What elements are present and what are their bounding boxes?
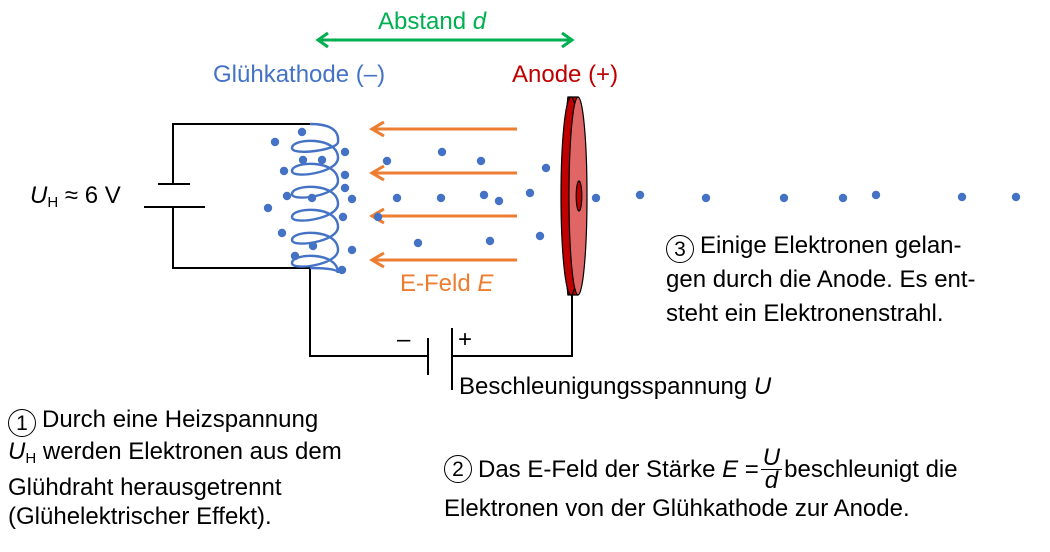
electron-dot xyxy=(382,156,392,166)
number-circle-1: 1 xyxy=(8,409,36,437)
electron-dot xyxy=(635,190,645,200)
accel-voltage-label: Beschleunigungsspannung U xyxy=(459,373,772,400)
electron-dot xyxy=(535,231,545,241)
field-arrow xyxy=(369,251,517,269)
anode-disk xyxy=(560,96,588,296)
electron-dot xyxy=(279,166,289,176)
cathode-coil xyxy=(290,122,340,274)
electron-dot xyxy=(701,193,711,203)
electron-dot xyxy=(957,192,967,202)
number-circle-3: 3 xyxy=(666,235,694,263)
electron-dot xyxy=(282,191,292,201)
electron-dot xyxy=(525,188,535,198)
electron-dot xyxy=(437,147,447,157)
field-arrow xyxy=(369,120,517,138)
electron-dot xyxy=(297,127,307,137)
field-label: E-Feld E xyxy=(400,270,494,297)
electron-dot xyxy=(779,193,789,203)
distance-label: Abstand d xyxy=(378,8,487,35)
electron-dot xyxy=(541,163,551,173)
field-arrow xyxy=(369,207,517,225)
electron-dot xyxy=(277,228,287,238)
electron-dot xyxy=(413,238,423,248)
electron-dot xyxy=(436,193,446,203)
electron-dot xyxy=(308,241,318,251)
electron-dot xyxy=(340,170,350,180)
electron-dot xyxy=(338,212,348,222)
heater-circuit xyxy=(144,123,310,269)
electron-dot xyxy=(290,251,300,261)
minus-sign: – xyxy=(397,326,411,353)
electron-dot xyxy=(494,196,504,206)
electron-dot xyxy=(476,156,486,166)
number-circle-2: 2 xyxy=(444,455,472,483)
electron-dot xyxy=(270,137,280,147)
anode-label: Anode (+) xyxy=(512,61,619,88)
field-arrow xyxy=(369,164,517,182)
electron-dot xyxy=(591,193,601,203)
electron-dot xyxy=(337,265,347,275)
plus-sign: + xyxy=(458,326,473,353)
electron-dot xyxy=(838,193,848,203)
electron-dot xyxy=(263,203,273,213)
electron-dot xyxy=(317,155,327,165)
electron-dot xyxy=(871,190,881,200)
electron-dot xyxy=(340,183,350,193)
electron-dot xyxy=(347,194,357,204)
coil-wire xyxy=(290,122,340,274)
electron-dot xyxy=(485,236,495,246)
electron-dot xyxy=(1011,192,1021,202)
heater-voltage-label: UH ≈ 6 V xyxy=(30,182,121,211)
electron-dot xyxy=(298,155,308,165)
distance-arrow xyxy=(315,31,575,49)
electron-dot xyxy=(479,190,489,200)
cathode-label: Glühkathode (–) xyxy=(213,61,386,88)
acceleration-circuit xyxy=(309,268,573,390)
anode-hole xyxy=(575,180,583,212)
electron-dot xyxy=(392,193,402,203)
electron-dot xyxy=(340,147,350,157)
field-arrows xyxy=(369,120,517,269)
electron-dot xyxy=(347,245,357,255)
electron-dot xyxy=(307,193,317,203)
electrons xyxy=(263,127,1021,275)
electron-dot xyxy=(373,212,383,222)
